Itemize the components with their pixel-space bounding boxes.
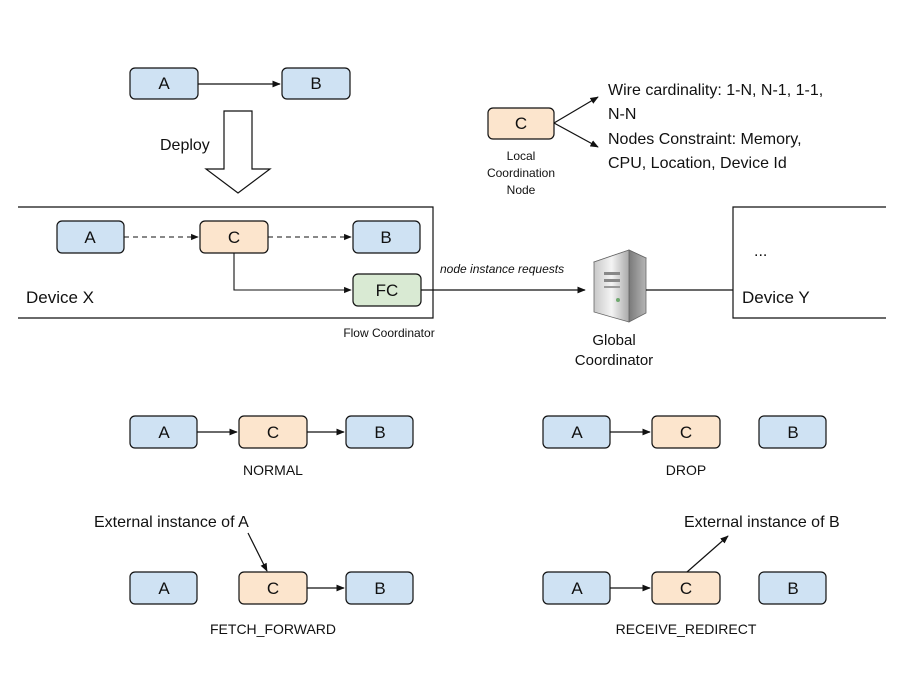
node-devx-fc[interactable]: FC — [352, 273, 422, 307]
node-normal-b[interactable]: B — [345, 415, 414, 449]
device-y-border — [732, 206, 886, 319]
node-redirect-a-label: A — [571, 579, 583, 598]
global-coordinator-line-2: Coordinator — [575, 352, 653, 369]
node-fetch-c[interactable]: C — [238, 571, 308, 605]
node-local-c-label: C — [515, 114, 527, 133]
node-instance-requests-label: node instance requests — [440, 262, 564, 276]
node-drop-b[interactable]: B — [758, 415, 827, 449]
node-normal-a-label: A — [158, 423, 170, 442]
node-redirect-c-label: C — [680, 579, 692, 598]
node-fetch-a[interactable]: A — [129, 571, 198, 605]
node-normal-b-label: B — [374, 423, 385, 442]
node-normal-c[interactable]: C — [238, 415, 308, 449]
node-redirect-c[interactable]: C — [651, 571, 721, 605]
mode-receive-redirect-label: RECEIVE_REDIRECT — [616, 621, 757, 637]
nodes-constraint-line-1: Nodes Constraint: Memory, — [608, 131, 802, 148]
device-x-label: Device X — [26, 288, 94, 307]
node-redirect-a[interactable]: A — [542, 571, 611, 605]
global-coordinator-line-1: Global — [592, 332, 635, 349]
wire-cardinality-line-2: N-N — [608, 106, 636, 123]
mode-fetch-forward: External instance of A A C B FETCH_FORWA… — [94, 514, 414, 637]
node-devx-a-label: A — [84, 228, 96, 247]
node-drop-a-label: A — [571, 423, 583, 442]
nodes-constraint-line-2: CPU, Location, Device Id — [608, 155, 787, 172]
node-redirect-b-label: B — [787, 579, 798, 598]
mode-drop-label: DROP — [666, 462, 706, 478]
node-fetch-b[interactable]: B — [345, 571, 414, 605]
mode-drop: A C B DROP — [542, 415, 827, 478]
mode-normal-label: NORMAL — [243, 462, 303, 478]
node-top-b-label: B — [310, 74, 321, 93]
receive-redirect-note: External instance of B — [684, 514, 840, 531]
edge-local-wire — [553, 96, 599, 124]
node-redirect-b[interactable]: B — [758, 571, 827, 605]
local-coordination-section: C Local Coordination Node Wire cardinali… — [487, 82, 823, 197]
edge-redirect-c-external — [686, 535, 729, 573]
device-x: Device X A C B FC Flow Coordinator — [18, 206, 435, 340]
node-local-c[interactable]: C — [487, 107, 555, 140]
device-y: ... Device Y — [732, 206, 886, 319]
node-devx-fc-label: FC — [376, 281, 399, 300]
node-devx-c-label: C — [228, 228, 240, 247]
deploy-label: Deploy — [160, 137, 210, 154]
node-fetch-b-label: B — [374, 579, 385, 598]
local-caption-1: Local — [507, 149, 536, 163]
node-top-a-label: A — [158, 74, 170, 93]
device-y-label: Device Y — [742, 288, 810, 307]
edge-local-constraint — [553, 122, 599, 148]
local-caption-2: Coordination — [487, 166, 555, 180]
node-fetch-c-label: C — [267, 579, 279, 598]
node-drop-a[interactable]: A — [542, 415, 611, 449]
edge-fetch-external-c — [247, 532, 268, 572]
flow-coordinator-caption: Flow Coordinator — [343, 326, 434, 340]
fetch-forward-note: External instance of A — [94, 514, 249, 531]
node-devx-b-label: B — [380, 228, 391, 247]
mode-normal: A C B NORMAL — [129, 415, 414, 478]
node-drop-c[interactable]: C — [651, 415, 721, 449]
top-flow: A B Deploy — [129, 67, 351, 194]
mode-fetch-forward-label: FETCH_FORWARD — [210, 621, 336, 637]
mode-receive-redirect: External instance of B A C B RECEIVE_RED… — [542, 514, 840, 637]
node-fetch-a-label: A — [158, 579, 170, 598]
node-devx-a[interactable]: A — [56, 220, 125, 254]
local-caption-3: Node — [507, 183, 536, 197]
wire-cardinality-line-1: Wire cardinality: 1-N, N-1, 1-1, — [608, 82, 823, 99]
edge-devx-c-fc — [233, 253, 352, 294]
node-normal-c-label: C — [267, 423, 279, 442]
node-drop-c-label: C — [680, 423, 692, 442]
node-drop-b-label: B — [787, 423, 798, 442]
device-y-dots: ... — [754, 243, 767, 260]
node-top-a[interactable]: A — [129, 67, 199, 100]
node-normal-a[interactable]: A — [129, 415, 198, 449]
node-devx-c[interactable]: C — [199, 220, 269, 254]
device-x-border — [18, 206, 434, 319]
server-icon — [592, 249, 648, 323]
node-top-b[interactable]: B — [281, 67, 351, 100]
node-devx-b[interactable]: B — [352, 220, 421, 254]
deploy-arrow — [204, 110, 272, 194]
